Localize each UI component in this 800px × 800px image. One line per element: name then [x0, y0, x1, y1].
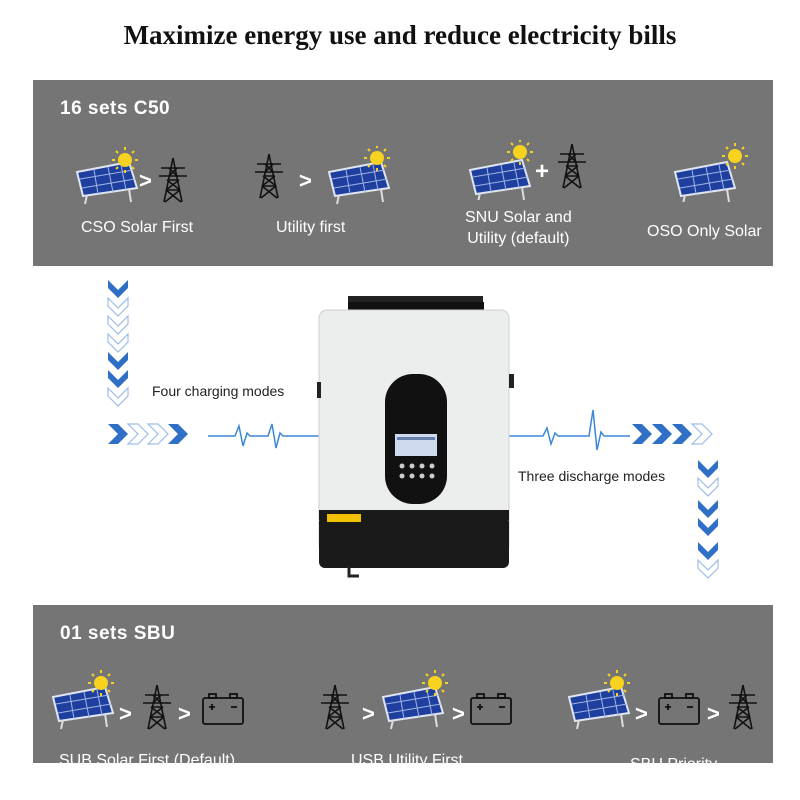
charging-panel-title: 16 sets C50 — [60, 98, 171, 119]
mode-label-snu-line2: Utility (default) — [467, 230, 570, 247]
mode-label-cso: CSO Solar First — [81, 219, 194, 236]
solar-only-icon — [674, 142, 749, 202]
chevron-down-icon — [108, 370, 128, 388]
greater-than-icon: > — [452, 701, 465, 726]
mode-oso-only-solar — [673, 142, 753, 202]
greater-than-icon: > — [635, 701, 648, 726]
mode-label-sbu: SBU Priority — [630, 756, 718, 773]
chevron-right-icon — [672, 424, 692, 444]
plus-icon: + — [535, 158, 550, 185]
mode-cso-solar-first: > — [75, 146, 195, 206]
utility-over-solar-icon — [254, 146, 391, 205]
greater-than-icon: > — [139, 168, 152, 193]
chevron-down-icon — [108, 352, 128, 370]
power-pulse-line — [208, 423, 330, 449]
discharge-panel-title: 01 sets SBU — [60, 623, 176, 644]
mode-usb-utility-first: > > — [319, 669, 539, 731]
mode-label-snu: SNU Solar and Utility (default) — [465, 207, 572, 249]
inverter-image — [317, 296, 514, 578]
utility-solar-battery-icon — [320, 669, 512, 730]
chevron-down-icon — [698, 460, 718, 478]
discharge-flow-arrows — [505, 409, 719, 579]
chevron-right-icon — [108, 424, 128, 444]
chevron-right-icon — [632, 424, 652, 444]
mode-snu-solar-and-utility: + — [468, 140, 598, 200]
page-title: Maximize energy use and reduce electrici… — [123, 20, 677, 50]
chevron-right-icon — [652, 424, 672, 444]
chevron-right-icon — [691, 423, 713, 445]
chevron-down-icon — [697, 559, 719, 579]
solar-battery-utility-icon — [568, 669, 758, 730]
chevron-right-icon — [127, 423, 149, 445]
mode-sbu-priority: > > — [567, 669, 767, 731]
charging-modes-panel: 16 sets C50 > CSO Solar First > Utility … — [33, 80, 773, 266]
greater-than-icon: > — [707, 701, 720, 726]
discharge-modes-label: Three discharge modes — [518, 468, 666, 484]
greater-than-icon: > — [299, 168, 312, 193]
chevron-down-icon — [108, 280, 128, 298]
greater-than-icon: > — [362, 701, 375, 726]
mode-sub-solar-first: > > — [51, 669, 271, 731]
chevron-down-icon — [107, 315, 129, 335]
chevron-down-icon — [698, 518, 718, 536]
chevron-right-icon — [168, 424, 188, 444]
solar-plus-utility-icon — [469, 140, 587, 200]
mode-label-usb: USB Utility First — [351, 752, 463, 769]
chevron-right-icon — [147, 423, 169, 445]
discharge-modes-panel: 01 sets SBU > > SUB Solar First (Default… — [33, 605, 773, 773]
greater-than-icon: > — [119, 701, 132, 726]
chevron-down-icon — [107, 333, 129, 353]
greater-than-icon: > — [178, 701, 191, 726]
chevron-down-icon — [697, 477, 719, 497]
charging-flow-arrows — [107, 280, 330, 449]
charging-modes-label: Four charging modes — [152, 383, 285, 399]
solar-utility-battery-icon — [52, 669, 244, 730]
mode-label-utility: Utility first — [276, 219, 346, 236]
mode-label-snu-line1: SNU Solar and — [465, 209, 572, 226]
chevron-down-icon — [698, 500, 718, 518]
chevron-down-icon — [107, 297, 129, 317]
solar-over-utility-icon — [76, 146, 188, 205]
power-pulse-line — [505, 409, 630, 451]
mode-label-oso: OSO Only Solar — [647, 223, 762, 240]
chevron-down-icon — [107, 387, 129, 407]
mode-utility-first: > — [253, 146, 393, 206]
chevron-down-icon — [698, 542, 718, 560]
mode-label-sub: SUB Solar First (Default) — [59, 752, 236, 769]
